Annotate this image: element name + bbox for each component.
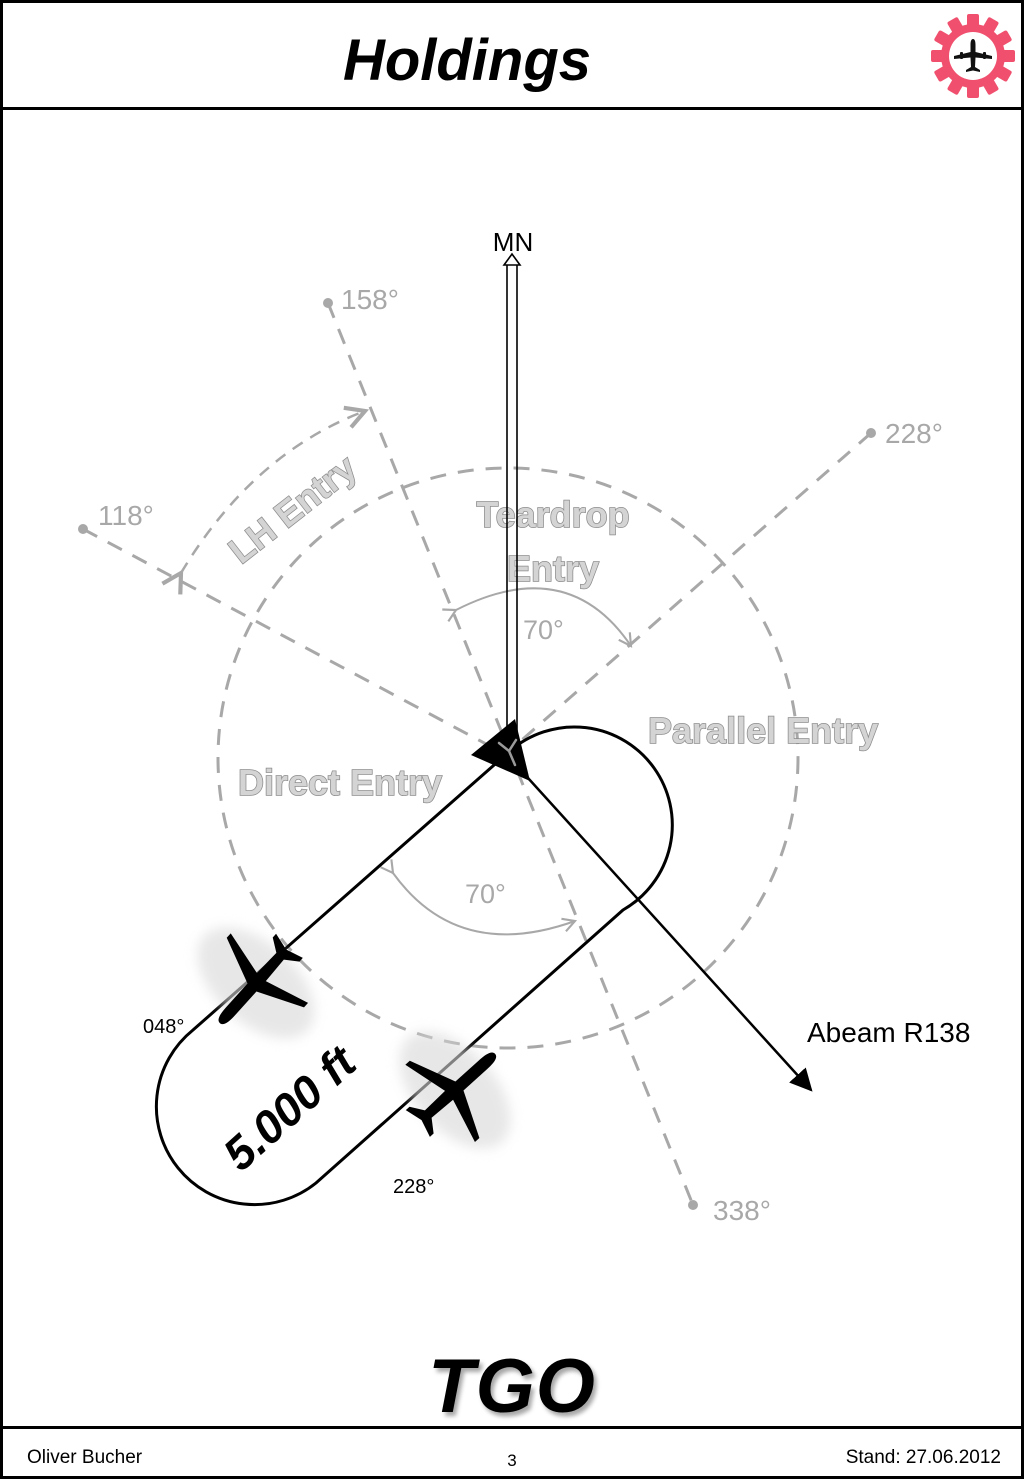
page-title: Holdings [342,28,592,93]
radial-label-228: 228° [885,418,943,449]
north-arrow-head [502,252,522,266]
footer: Oliver Bucher 3 Stand: 27.06.2012 [3,1426,1021,1479]
footer-page-number: 3 [507,1451,517,1470]
teardrop-entry-label-line2: Entry [507,548,599,589]
angle-label-lower: 70° [465,879,506,909]
inbound-course-label: 048° [143,1016,184,1038]
abeam-radial-line [527,777,813,1092]
radial-line-228 [514,431,872,748]
airplane-icon-outbound [399,1031,511,1149]
org-code: TGO [428,1344,596,1429]
parallel-entry-label: Parallel Entry [648,710,878,751]
footer-date: Stand: 27.06.2012 [845,1447,1001,1468]
radial-line-118 [82,527,504,755]
radial-dot-228 [866,428,876,438]
radial-label-118: 118° [98,500,154,531]
north-label: MN [493,227,533,257]
direct-entry-label: Direct Entry [238,762,442,803]
outbound-course-label: 228° [393,1176,434,1198]
holding-fix-triangle [471,719,530,781]
radial-dot-118 [78,524,88,534]
holding-diagram: 158° 228° 118° 338° 70° 70° LH Entry Tea… [78,227,970,1226]
airplane-icon-inbound [197,927,315,1039]
lh-entry-label: LH Entry [221,447,364,572]
angle-label-upper: 70° [523,615,564,645]
entry-sector-circle [216,466,800,1050]
holding-pattern-racetrack [154,725,674,1207]
fix-label: Abeam R138 [807,1017,970,1048]
radial-label-158: 158° [341,284,399,315]
lh-entry-arrow [181,411,365,573]
airplane-icon [954,39,992,72]
radial-label-338: 338° [713,1195,771,1226]
radial-dot-338 [688,1200,698,1210]
footer-author: Oliver Bucher [27,1447,143,1468]
angle-arc-upper [442,587,633,648]
airplane-gear-logo [931,14,1015,98]
header: Holdings [3,3,1021,110]
radial-dot-158 [323,298,333,308]
teardrop-entry-label-line1: Teardrop [476,494,629,535]
angle-arc-lower [380,859,578,936]
